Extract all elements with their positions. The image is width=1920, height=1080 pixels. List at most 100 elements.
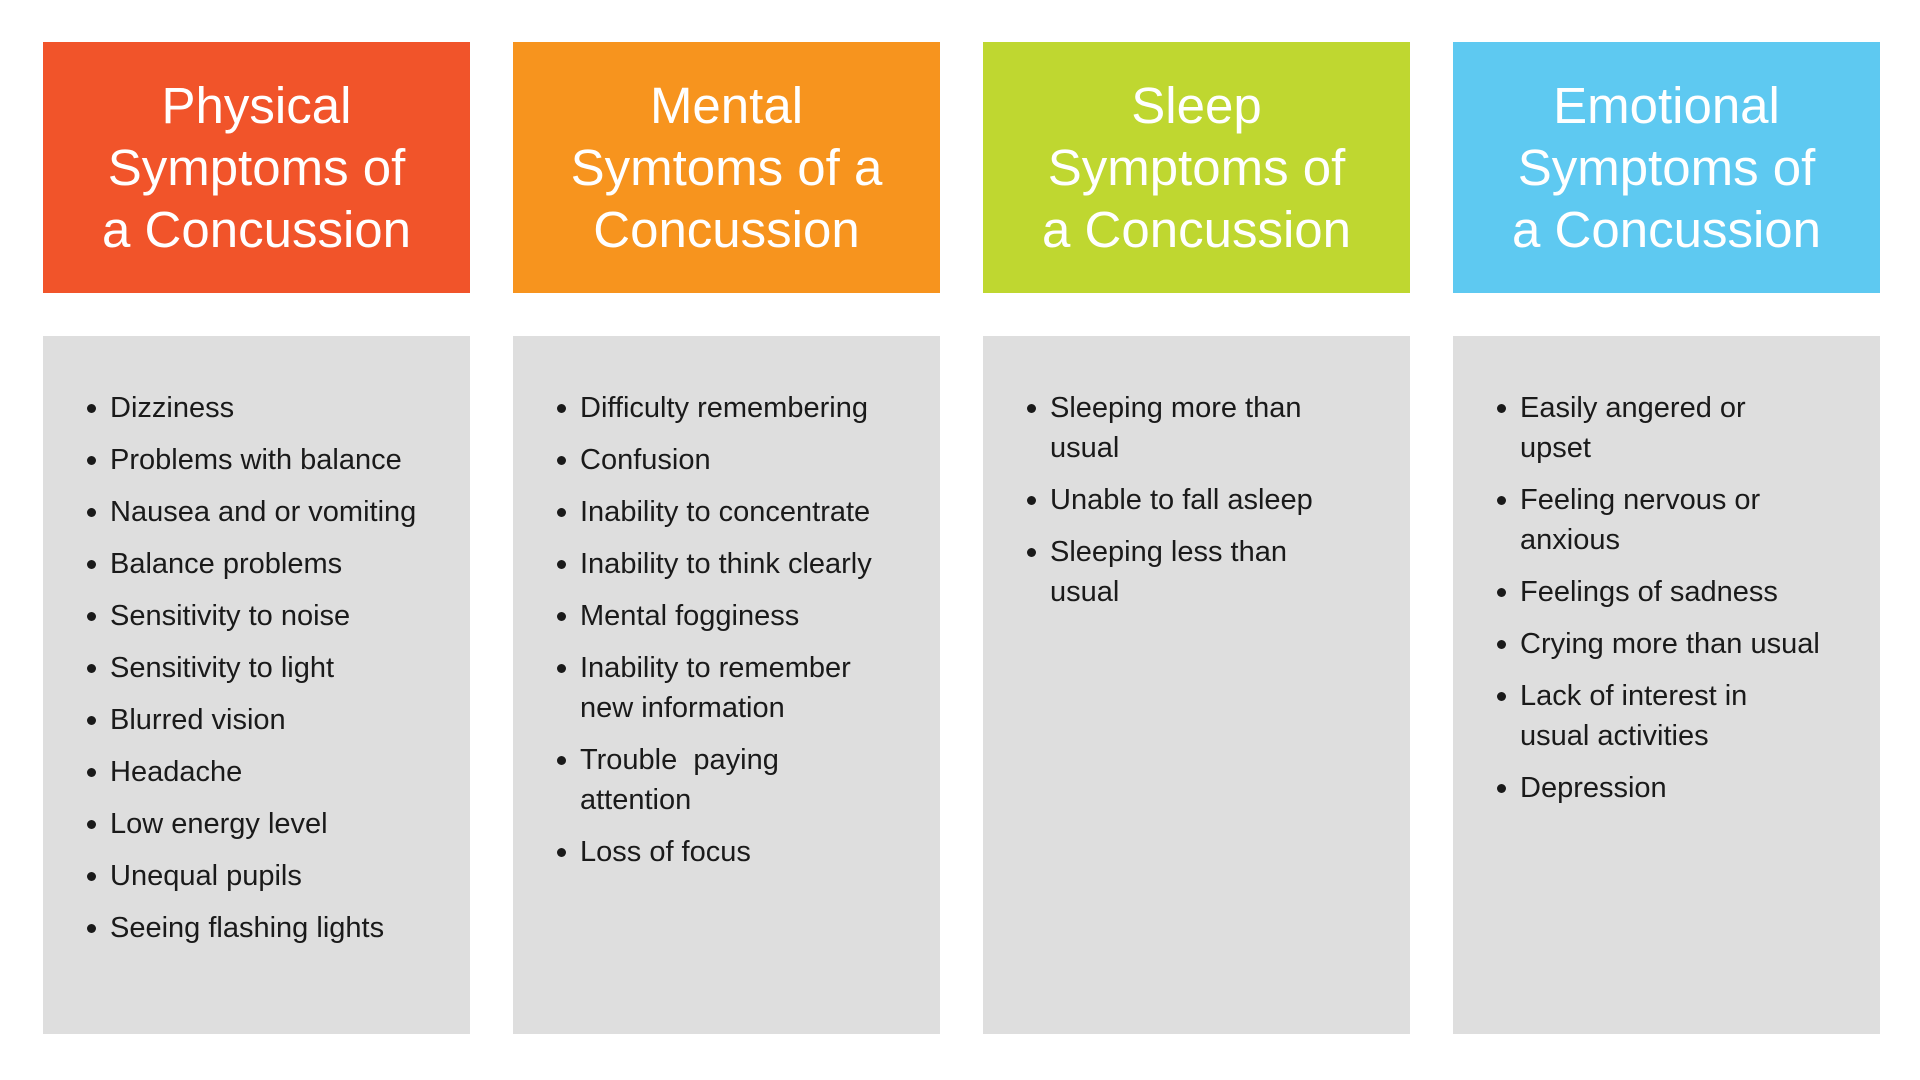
list-item-text: Loss of focus — [580, 836, 751, 868]
list-item: Dizziness — [86, 388, 454, 428]
list-item-text: Inability to think clearly — [580, 548, 872, 580]
list-item-text: Lack of interest in usual activities — [1520, 680, 1748, 752]
list-item-text: Unequal pupils — [110, 860, 302, 892]
list-item: Trouble paying attention — [556, 740, 924, 820]
bullet-icon — [557, 508, 566, 517]
list-item: Easily angered or upset — [1496, 388, 1864, 468]
bullet-icon — [557, 848, 566, 857]
bullet-icon — [87, 924, 96, 933]
bullet-icon — [1027, 496, 1036, 505]
bullet-icon — [87, 664, 96, 673]
list-item: Problems with balance — [86, 440, 454, 480]
list-item: Balance problems — [86, 544, 454, 584]
list-item: Seeing flashing lights — [86, 908, 454, 948]
list-item: Nausea and or vomiting — [86, 492, 454, 532]
symptom-list-mental: Difficulty remembering Confusion Inabili… — [556, 388, 924, 872]
list-item: Blurred vision — [86, 700, 454, 740]
list-item-text: Unable to fall asleep — [1050, 484, 1313, 516]
list-item: Sensitivity to light — [86, 648, 454, 688]
bullet-icon — [557, 404, 566, 413]
list-item: Sensitivity to noise — [86, 596, 454, 636]
bullet-icon — [1497, 496, 1506, 505]
list-item-text: Feeling nervous or anxious — [1520, 484, 1761, 556]
symptom-list-physical: Dizziness Problems with balance Nausea a… — [86, 388, 454, 948]
bullet-icon — [557, 664, 566, 673]
list-item-text: Nausea and or vomiting — [110, 496, 417, 528]
bullet-icon — [87, 820, 96, 829]
column-sleep: Sleep Symptoms of a Concussion Sleeping … — [983, 42, 1410, 1034]
column-body-physical: Dizziness Problems with balance Nausea a… — [43, 336, 470, 1034]
list-item: Loss of focus — [556, 832, 924, 872]
column-title-sleep: Sleep Symptoms of a Concussion — [1041, 76, 1351, 258]
list-item: Headache — [86, 752, 454, 792]
list-item: Crying more than usual — [1496, 624, 1864, 664]
list-item-text: Easily angered or upset — [1520, 392, 1746, 464]
column-emotional: Emotional Symptoms of a Concussion Easil… — [1453, 42, 1880, 1034]
bullet-icon — [557, 612, 566, 621]
list-item-text: Blurred vision — [110, 704, 286, 736]
bullet-icon — [1497, 404, 1506, 413]
bullet-icon — [87, 508, 96, 517]
bullet-icon — [87, 456, 96, 465]
list-item: Lack of interest in usual activities — [1496, 676, 1864, 756]
bullet-icon — [87, 560, 96, 569]
list-item-text: Low energy level — [110, 808, 328, 840]
list-item-text: Sensitivity to light — [110, 652, 335, 684]
list-item-text: Seeing flashing lights — [110, 912, 385, 944]
bullet-icon — [1497, 692, 1506, 701]
bullet-icon — [557, 756, 566, 765]
list-item: Mental fogginess — [556, 596, 924, 636]
list-item-text: Feelings of sadness — [1520, 576, 1778, 608]
list-item: Unequal pupils — [86, 856, 454, 896]
column-body-emotional: Easily angered or upset Feeling nervous … — [1453, 336, 1880, 1034]
list-item: Low energy level — [86, 804, 454, 844]
list-item: Depression — [1496, 768, 1864, 808]
column-physical: Physical Symptoms of a Concussion Dizzin… — [43, 42, 470, 1034]
list-item: Inability to concentrate — [556, 492, 924, 532]
bullet-icon — [87, 716, 96, 725]
symptom-list-sleep: Sleeping more than usual Unable to fall … — [1026, 388, 1394, 612]
column-mental: Mental Symtoms of a Concussion Difficult… — [513, 42, 940, 1034]
list-item-text: Sensitivity to noise — [110, 600, 351, 632]
list-item: Sleeping less than usual — [1026, 532, 1394, 612]
column-header-mental: Mental Symtoms of a Concussion — [513, 42, 940, 293]
bullet-icon — [1497, 784, 1506, 793]
symptom-list-emotional: Easily angered or upset Feeling nervous … — [1496, 388, 1864, 808]
list-item: Sleeping more than usual — [1026, 388, 1394, 468]
column-header-sleep: Sleep Symptoms of a Concussion — [983, 42, 1410, 293]
list-item-text: Sleeping more than usual — [1050, 392, 1302, 464]
bullet-icon — [87, 612, 96, 621]
bullet-icon — [1027, 548, 1036, 557]
column-header-physical: Physical Symptoms of a Concussion — [43, 42, 470, 293]
bullet-icon — [87, 768, 96, 777]
list-item-text: Depression — [1520, 772, 1667, 804]
symptom-columns-board: Physical Symptoms of a Concussion Dizzin… — [43, 42, 1880, 1034]
list-item-text: Sleeping less than usual — [1050, 536, 1287, 608]
bullet-icon — [1497, 640, 1506, 649]
list-item-text: Confusion — [580, 444, 711, 476]
list-item-text: Trouble paying attention — [580, 744, 779, 816]
list-item-text: Headache — [110, 756, 243, 788]
list-item: Difficulty remembering — [556, 388, 924, 428]
column-body-mental: Difficulty remembering Confusion Inabili… — [513, 336, 940, 1034]
list-item-text: Inability to concentrate — [580, 496, 871, 528]
bullet-icon — [557, 560, 566, 569]
list-item-text: Balance problems — [110, 548, 343, 580]
list-item-text: Problems with balance — [110, 444, 402, 476]
list-item: Inability to remember new information — [556, 648, 924, 728]
column-body-sleep: Sleeping more than usual Unable to fall … — [983, 336, 1410, 1034]
bullet-icon — [87, 404, 96, 413]
bullet-icon — [1497, 588, 1506, 597]
column-title-emotional: Emotional Symptoms of a Concussion — [1511, 76, 1821, 258]
column-title-physical: Physical Symptoms of a Concussion — [101, 76, 411, 258]
bullet-icon — [557, 456, 566, 465]
list-item-text: Crying more than usual — [1520, 628, 1820, 660]
list-item: Feeling nervous or anxious — [1496, 480, 1864, 560]
column-title-mental: Mental Symtoms of a Concussion — [570, 76, 883, 258]
list-item-text: Difficulty remembering — [580, 392, 868, 424]
list-item-text: Inability to remember new information — [580, 652, 851, 724]
bullet-icon — [87, 872, 96, 881]
column-header-emotional: Emotional Symptoms of a Concussion — [1453, 42, 1880, 293]
list-item-text: Dizziness — [110, 392, 235, 424]
